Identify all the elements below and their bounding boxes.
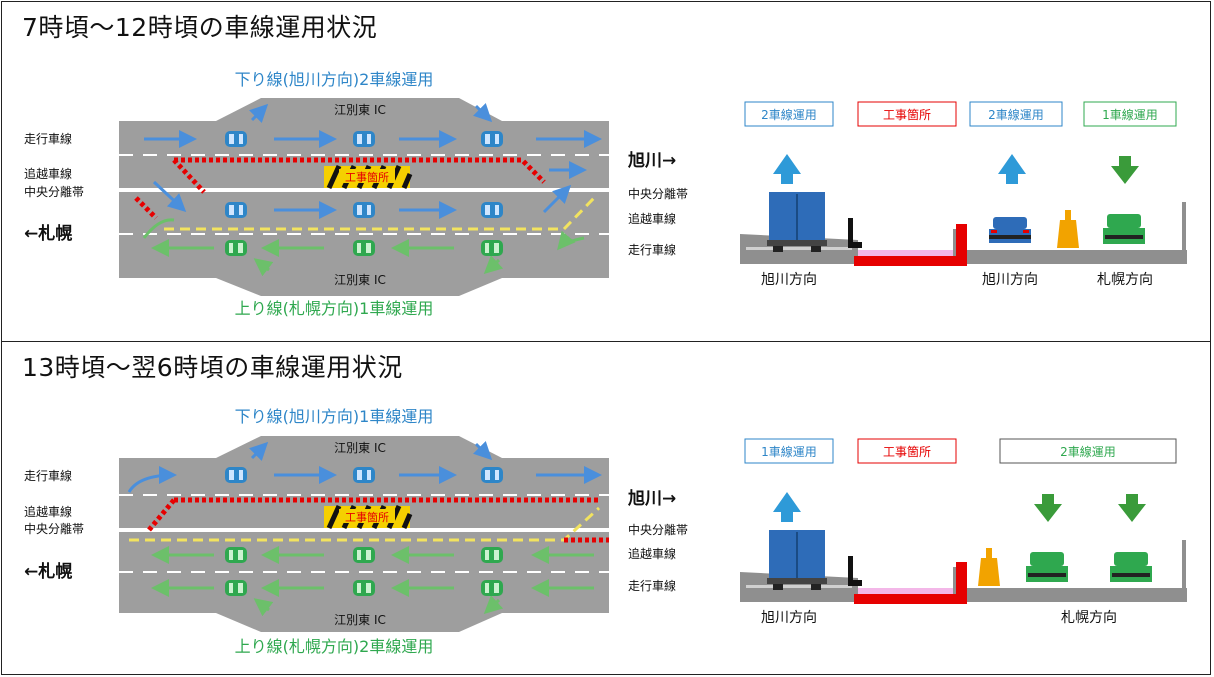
car-blue-icon xyxy=(481,202,503,218)
barrier xyxy=(848,218,862,248)
left-lane-label: 追越車線 xyxy=(24,504,72,519)
left-lane-label: 走行車線 xyxy=(24,131,72,146)
xsec-box-label: 2車線運用 xyxy=(1060,444,1116,459)
up-line-label: 上り線(札幌方向)1車線運用 xyxy=(235,299,434,318)
car-green-icon xyxy=(1026,552,1068,582)
car-blue-icon xyxy=(225,202,247,218)
arrow-down-icon xyxy=(1118,494,1146,522)
right-lane-label: 追越車線 xyxy=(628,211,676,226)
right-lane-label: 走行車線 xyxy=(628,242,676,257)
arrow-down-icon xyxy=(1111,156,1139,184)
ramp-top xyxy=(216,98,502,121)
work-area xyxy=(858,588,953,596)
arrow-down-icon xyxy=(1034,494,1062,522)
work-area xyxy=(858,250,953,258)
ic-top-label: 江別東 IC xyxy=(334,103,386,117)
left-lane-label: 中央分離帯 xyxy=(24,184,84,199)
panel-night: 13時頃～翌6時頃の車線運用状況 工事箇所 xyxy=(1,341,1211,675)
barrier xyxy=(848,556,862,586)
car-blue-icon xyxy=(989,217,1031,243)
plan-view: 工事箇所 下り線(旭川方向)1車 xyxy=(24,407,688,656)
car-blue-icon xyxy=(225,131,247,147)
ic-top-label: 江別東 IC xyxy=(334,441,386,455)
down-line-label: 下り線(旭川方向)2車線運用 xyxy=(235,70,434,89)
ic-bottom-label: 江別東 IC xyxy=(334,273,386,287)
xsec-box-label: 工事箇所 xyxy=(883,445,931,459)
car-green-icon xyxy=(225,580,247,596)
xsec-box-label: 2車線運用 xyxy=(761,107,817,122)
car-blue-icon xyxy=(353,202,375,218)
right-lane-label: 中央分離帯 xyxy=(628,186,688,201)
arrow-up-icon xyxy=(773,492,801,522)
sapporo-direction: ←札幌 xyxy=(24,561,72,582)
cone-icon xyxy=(1057,210,1079,248)
car-blue-icon xyxy=(353,467,375,483)
car-blue-icon xyxy=(225,467,247,483)
car-green-icon xyxy=(353,580,375,596)
car-green-icon xyxy=(481,240,503,256)
left-lane-label: 中央分離帯 xyxy=(24,521,84,536)
arrow-up-icon xyxy=(998,154,1026,184)
left-lane-label: 追越車線 xyxy=(24,166,72,181)
cross-section: 1車線運用 工事箇所 2車線運用 xyxy=(740,438,1187,626)
asahikawa-direction: 旭川→ xyxy=(627,150,676,171)
sapporo-direction: ←札幌 xyxy=(24,223,72,244)
direction-label: 旭川方向 xyxy=(761,272,817,288)
work-sign-label: 工事箇所 xyxy=(345,170,389,184)
direction-label: 旭川方向 xyxy=(761,610,817,626)
cone-icon xyxy=(978,548,1000,586)
ramp-bottom xyxy=(216,613,502,632)
work-sign-label: 工事箇所 xyxy=(345,510,389,524)
left-lane-label: 走行車線 xyxy=(24,468,72,483)
construction-wall xyxy=(854,562,967,604)
panel-title: 13時頃～翌6時頃の車線運用状況 xyxy=(22,353,403,382)
car-blue-icon xyxy=(481,131,503,147)
right-lane-label: 中央分離帯 xyxy=(628,522,688,537)
up-line-label: 上り線(札幌方向)2車線運用 xyxy=(235,637,434,656)
truck-icon xyxy=(767,192,827,252)
car-green-icon xyxy=(1110,552,1152,582)
car-blue-icon xyxy=(481,467,503,483)
truck-icon xyxy=(767,530,827,590)
car-green-icon xyxy=(353,547,375,563)
direction-label: 札幌方向 xyxy=(1061,610,1117,626)
direction-label: 旭川方向 xyxy=(982,272,1038,288)
right-lane-label: 走行車線 xyxy=(628,578,676,593)
car-green-icon xyxy=(1103,214,1145,244)
xsec-box-label: 2車線運用 xyxy=(988,107,1044,122)
down-line-label: 下り線(旭川方向)1車線運用 xyxy=(235,407,434,426)
right-lane-label: 追越車線 xyxy=(628,546,676,561)
car-green-icon xyxy=(225,240,247,256)
arrow-up-icon xyxy=(773,154,801,184)
temporary-median-line xyxy=(164,196,596,231)
xsec-box-label: 1車線運用 xyxy=(1102,107,1158,122)
construction-boundary xyxy=(174,157,546,184)
xsec-box-label: 工事箇所 xyxy=(883,108,931,122)
cross-section: 2車線運用 工事箇所 2車線運用 1車線運用 xyxy=(740,101,1187,288)
direction-label: 札幌方向 xyxy=(1097,272,1153,288)
construction-wall xyxy=(854,224,967,266)
ramp-bottom xyxy=(216,278,502,296)
plan-view: 工事箇所 xyxy=(24,70,688,318)
xsec-box-label: 1車線運用 xyxy=(761,444,817,459)
ic-bottom-label: 江別東 IC xyxy=(334,613,386,627)
car-blue-icon xyxy=(353,131,375,147)
asahikawa-direction: 旭川→ xyxy=(627,488,676,509)
car-green-icon xyxy=(481,547,503,563)
car-green-icon xyxy=(353,240,375,256)
ramp-top xyxy=(216,436,502,458)
panel-morning: 7時頃～12時頃の車線運用状況 工事箇所 xyxy=(1,1,1211,342)
panel-title: 7時頃～12時頃の車線運用状況 xyxy=(22,13,378,42)
car-green-icon xyxy=(481,580,503,596)
car-green-icon xyxy=(225,547,247,563)
